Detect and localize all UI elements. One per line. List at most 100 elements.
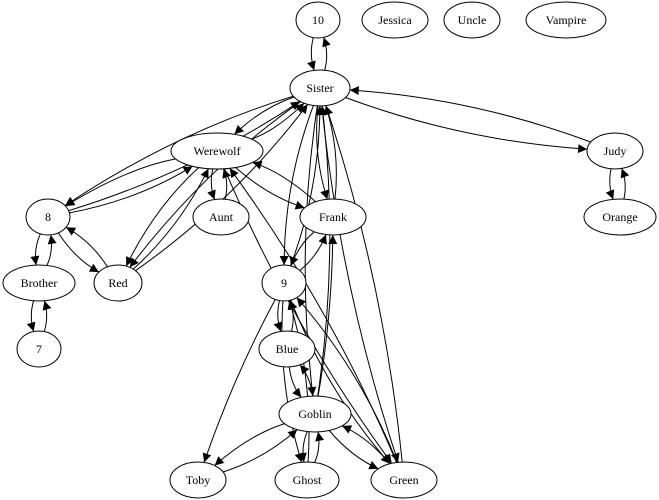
node-uncle-shape [443,1,501,39]
node-aunt-label: Aunt [209,210,234,224]
node-7-label: 7 [36,342,42,356]
edge-sister-to-10 [322,37,331,71]
edge-goblin-to-toby [214,423,285,466]
node-8-label: 8 [45,210,51,224]
edge-9-to-ghost [281,300,304,463]
node-uncle[interactable]: Uncle [443,1,501,39]
edge-goblin-to-sister [317,105,331,397]
node-red[interactable]: Red [93,264,143,302]
edge-aunt-to-werewolf [222,168,231,200]
node-green-label: Green [389,473,418,487]
node-toby-label: Toby [186,473,211,487]
edge-8-to-brother [30,233,41,266]
node-10[interactable]: 10 [295,1,341,39]
edge-ghost-to-9 [287,300,310,463]
node-orange[interactable]: Orange [583,198,657,236]
edge-8-to-red [57,232,100,273]
edge-werewolf-to-sister [251,102,305,140]
edge-brother-to-8 [46,234,57,266]
edge-9-to-sister [290,105,325,266]
node-7[interactable]: 7 [16,330,62,368]
node-7-shape [16,330,62,368]
node-toby-shape [169,461,227,499]
edge-goblin-to-ghost [297,431,308,463]
node-werewolf[interactable]: Werewolf [170,132,264,170]
node-orange-label: Orange [602,210,637,224]
edge-frank-to-werewolf [252,160,317,203]
edge-9-to-blue [273,300,283,332]
node-10-label: 10 [312,13,324,27]
node-vampire[interactable]: Vampire [525,1,607,39]
node-ghost-shape [274,461,340,499]
edge-toby-to-goblin [222,429,298,473]
node-9-label: 9 [281,276,287,290]
node-ghost[interactable]: Ghost [274,461,340,499]
node-ghost-label: Ghost [293,473,322,487]
edge-werewolf-to-8 [65,158,176,207]
node-jessica-shape [361,1,429,39]
node-green[interactable]: Green [370,461,438,499]
edge-sister-to-9 [279,105,314,266]
node-judy-shape [586,132,644,170]
edge-goblin-to-blue [299,364,314,397]
node-brother-shape [2,264,76,302]
edge-red-to-8 [65,226,108,268]
node-red-shape [93,264,143,302]
edge-orange-to-judy [620,168,630,200]
node-sister[interactable]: Sister [289,69,351,107]
edge-sister-to-frank [316,105,329,200]
edge-werewolf-to-aunt [207,168,216,200]
edge-werewolf-to-frank [235,167,305,210]
node-goblin-shape [278,395,352,433]
node-frank-label: Frank [319,210,347,224]
node-judy[interactable]: Judy [586,132,644,170]
edge-goblin-to-frank [317,234,338,397]
node-frank[interactable]: Frank [299,198,367,236]
node-9[interactable]: 9 [261,264,307,302]
node-goblin[interactable]: Goblin [278,395,352,433]
node-vampire-label: Vampire [546,13,587,27]
node-sister-label: Sister [306,81,333,95]
node-jessica[interactable]: Jessica [361,1,429,39]
edge-8-to-werewolf [69,165,193,214]
node-werewolf-shape [170,132,264,170]
edge-9-to-frank [299,234,327,271]
edge-sister-to-judy [345,97,588,154]
node-aunt-shape [192,198,250,236]
edge-werewolf-to-red [125,167,200,267]
node-judy-label: Judy [604,144,627,158]
edge-sister-to-red [129,101,301,268]
node-9-shape [261,264,307,302]
node-10-shape [295,1,341,39]
edge-green-to-sister [324,105,403,463]
node-orange-shape [583,198,657,236]
edge-10-to-sister [307,37,316,71]
edge-sister-to-green [321,105,400,463]
node-blue[interactable]: Blue [258,330,316,368]
edge-7-to-brother [42,300,52,332]
edge-red-to-werewolf [132,168,209,270]
edge-goblin-to-green [328,430,379,470]
node-8-shape [25,198,71,236]
node-8[interactable]: 8 [25,198,71,236]
edge-red-to-sister [135,104,308,272]
edge-green-to-9 [296,297,398,463]
node-toby[interactable]: Toby [169,461,227,499]
edge-9-to-toby [202,299,276,463]
node-frank-shape [299,198,367,236]
edge-judy-to-orange [605,168,615,200]
edge-green-to-goblin [341,425,391,465]
edge-brother-to-7 [26,300,36,332]
node-brother-label: Brother [21,276,58,290]
node-aunt[interactable]: Aunt [192,198,250,236]
node-brother[interactable]: Brother [2,264,76,302]
node-blue-shape [258,330,316,368]
edge-frank-to-9 [289,231,315,267]
edge-blue-to-goblin [288,366,302,398]
edge-9-to-green [290,299,391,465]
node-goblin-label: Goblin [298,407,331,421]
edge-ghost-to-goblin [314,431,325,463]
node-vampire-shape [525,1,607,39]
